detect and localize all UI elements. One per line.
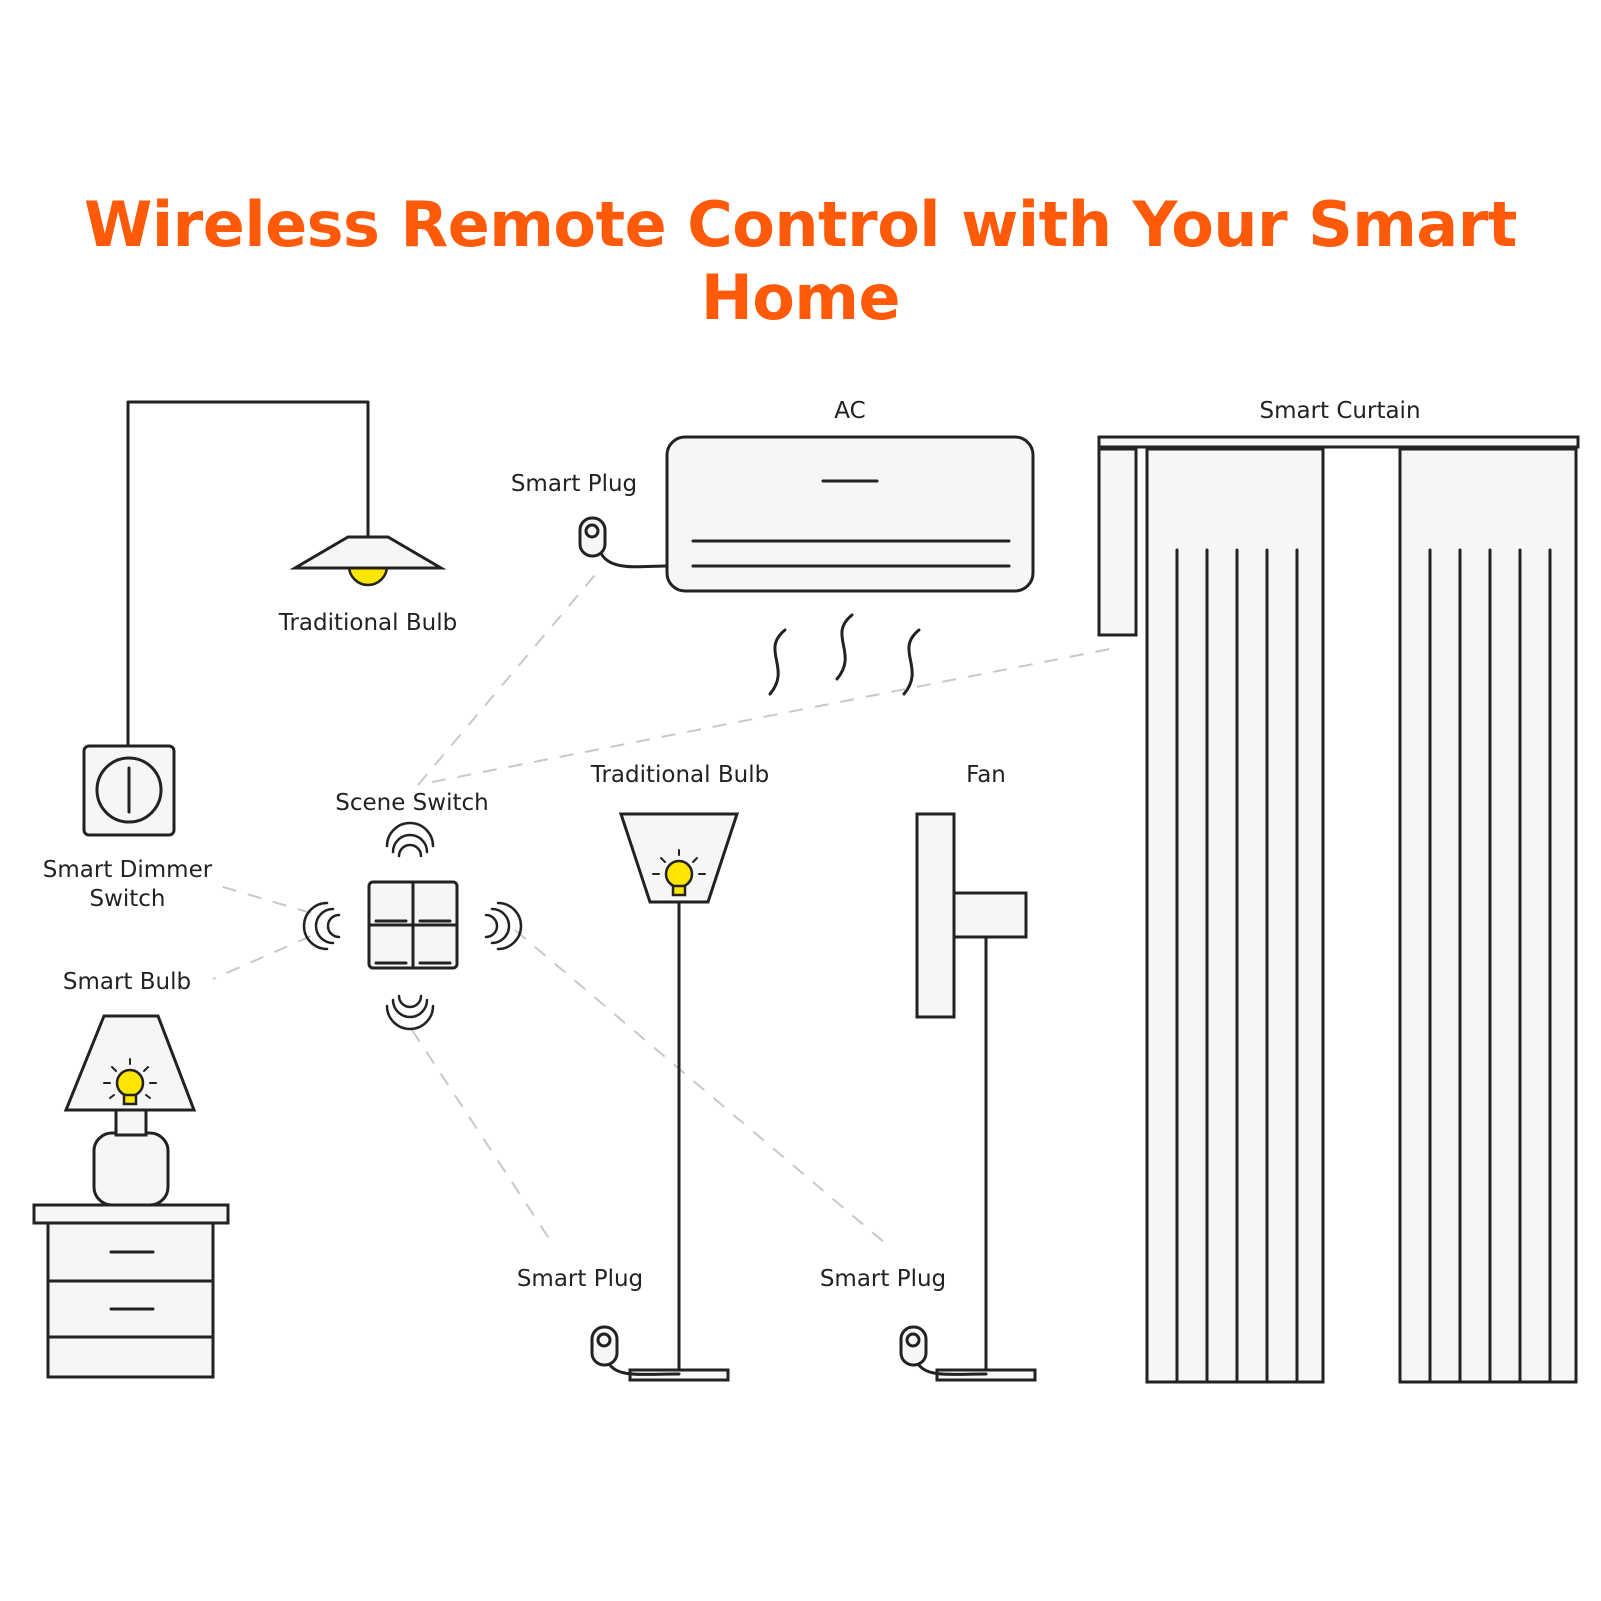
curtain-icon	[1097, 435, 1580, 1384]
label-smart-plug-ac: Smart Plug	[510, 471, 638, 497]
wall-dimmer-icon	[82, 744, 176, 837]
table-lamp-icon	[63, 1014, 197, 1207]
smart-plug-icon	[578, 516, 669, 569]
ceiling-bulb	[347, 564, 389, 587]
fan-icon	[915, 812, 1037, 1382]
label-traditional-bulb-ceiling: Traditional Bulb	[278, 610, 458, 636]
label-ac: AC	[834, 398, 866, 424]
smart-bulb	[115, 1068, 145, 1098]
label-smart-plug-fan: Smart Plug	[819, 1266, 947, 1292]
ceiling-lamp-icon	[126, 400, 447, 747]
label-traditional-bulb-floor: Traditional Bulb	[590, 762, 770, 788]
wireless-signal-icon	[302, 821, 523, 1031]
floor-lamp-bulb	[664, 859, 694, 889]
label-smart-plug-floor-lamp: Smart Plug	[516, 1266, 644, 1292]
label-smart-curtain: Smart Curtain	[1259, 398, 1421, 424]
air-conditioner-icon	[665, 435, 1035, 696]
smart-plug-icon	[590, 1325, 681, 1376]
scene-switch-icon	[367, 880, 459, 970]
smart-plug-icon	[899, 1325, 988, 1376]
label-scene-switch: Scene Switch	[335, 790, 489, 816]
label-fan: Fan	[966, 762, 1006, 788]
label-smart-bulb: Smart Bulb	[62, 969, 192, 995]
page-title: Wireless Remote Control with Your Smart …	[84, 188, 1517, 334]
label-smart-dimmer-switch: Smart Dimmer Switch	[30, 856, 225, 914]
label-smart-dimmer-line1: Smart Dimmer	[42, 857, 213, 883]
label-smart-dimmer-line2: Switch	[89, 886, 166, 912]
nightstand-icon	[32, 1203, 230, 1379]
floor-lamp-icon	[618, 812, 740, 1382]
wireless-links	[212, 574, 1116, 1244]
